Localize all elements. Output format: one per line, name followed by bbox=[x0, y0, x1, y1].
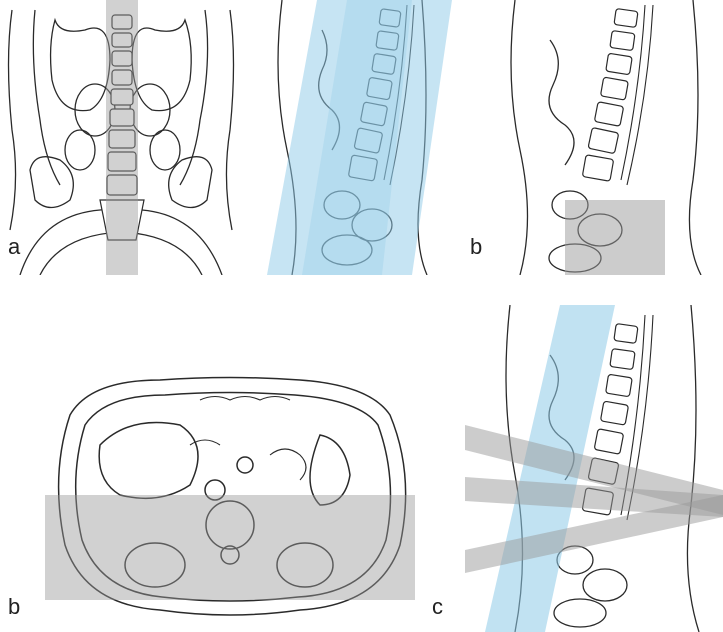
coronal-abdomen-drawing bbox=[0, 0, 242, 275]
panel-label-a: a bbox=[8, 236, 20, 258]
sagittal-spine-gray-band-illustration bbox=[465, 0, 723, 275]
panel-label-b-top: b bbox=[470, 236, 482, 258]
panel-label-b-bottom: b bbox=[8, 596, 20, 618]
sagittal-spine-blue-slab-illustration bbox=[262, 0, 452, 275]
sagittal-spine-drawing-3 bbox=[465, 305, 723, 632]
coronal-abdomen-illustration bbox=[0, 0, 242, 275]
sagittal-spine-drawing-2 bbox=[465, 0, 723, 275]
axial-abdomen-drawing bbox=[0, 355, 455, 632]
sagittal-spine-drawing bbox=[262, 0, 452, 275]
panel-label-c: c bbox=[432, 596, 443, 618]
axial-abdomen-illustration bbox=[0, 355, 455, 632]
sagittal-spine-combined-slabs-illustration bbox=[465, 305, 723, 632]
